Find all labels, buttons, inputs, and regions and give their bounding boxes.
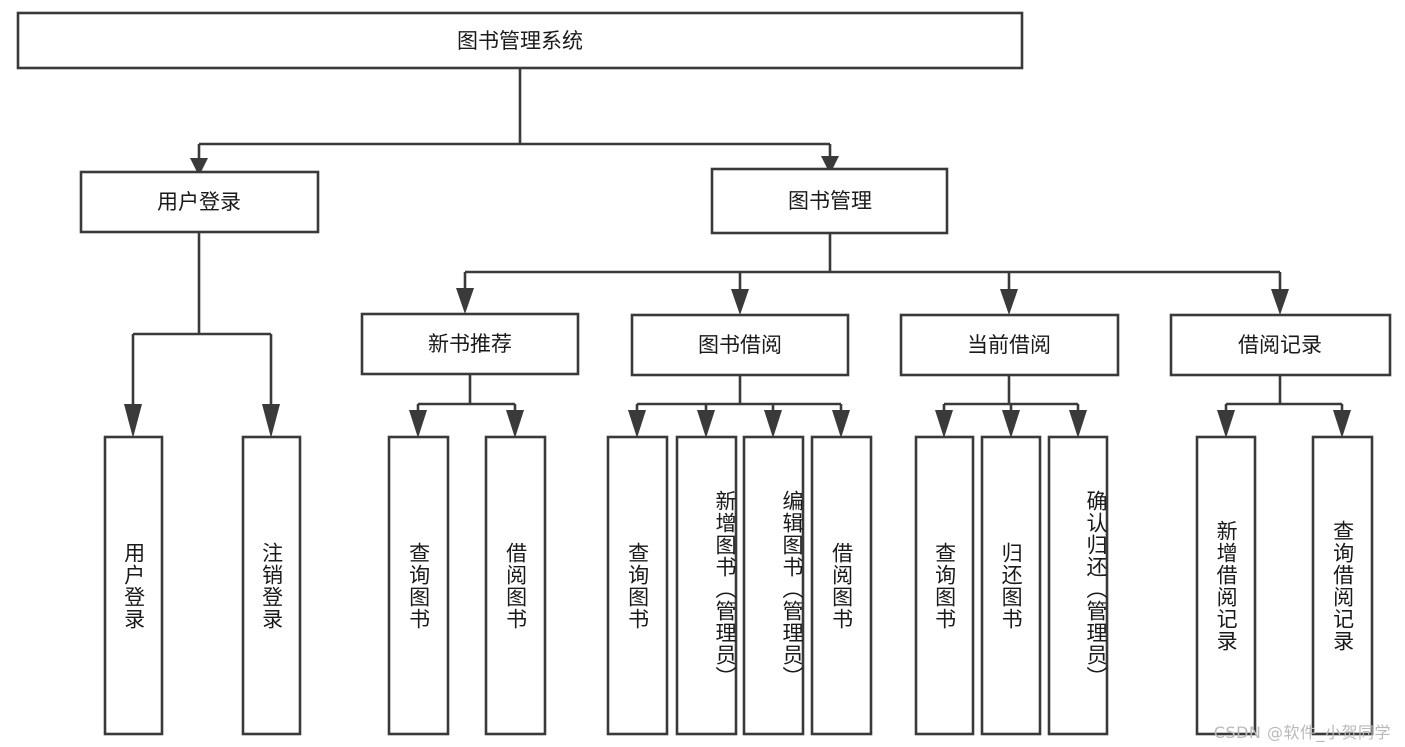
node-book-borrow-label: 图书借阅 [698, 333, 782, 357]
node-book-borrow-box[interactable] [630, 313, 850, 377]
leaf-user-login-2-box[interactable] [241, 435, 302, 736]
arrowhead-nb-leaf-2 [506, 410, 524, 438]
leaf-current-borrow-3-box[interactable] [1047, 435, 1109, 736]
leaf-book-borrow-3-box[interactable] [742, 435, 805, 736]
node-user-login-box[interactable] [79, 170, 320, 234]
leaf-current-borrow-2-box[interactable] [980, 435, 1042, 736]
arrowhead-bb-leaf-3 [764, 410, 782, 438]
arrowhead-user-login-leaf-1 [124, 404, 142, 438]
arrowhead-br-leaf-1 [1217, 410, 1235, 438]
arrowhead-bb-leaf-4 [832, 410, 850, 438]
arrowhead-br-leaf-2 [1333, 410, 1351, 438]
arrowhead-user-login [190, 158, 208, 176]
arrowhead-book-borrow [731, 289, 749, 315]
node-root-label: 图书管理系统 [457, 29, 583, 53]
arrowhead-nb-leaf-1 [409, 410, 427, 438]
connector-group [124, 68, 1351, 438]
arrowhead-cb-leaf-3 [1069, 410, 1087, 438]
arrowhead-borrow-record [1271, 289, 1289, 315]
node-borrow-record-box[interactable] [1169, 313, 1392, 377]
leaf-user-login-1-box[interactable] [103, 435, 164, 736]
watermark: CSDN @软件_小贺同学 [1213, 723, 1391, 742]
leaf-book-borrow-4-box[interactable] [810, 435, 873, 736]
node-current-borrow-label: 当前借阅 [967, 333, 1051, 357]
node-user-login-label: 用户登录 [157, 190, 241, 214]
leaf-borrow-record-2-box[interactable] [1311, 435, 1374, 736]
arrowhead-bb-leaf-2 [697, 410, 715, 438]
leaf-new-book-1-box[interactable] [387, 435, 450, 736]
arrowhead-new-book [456, 288, 474, 314]
arrowhead-cb-leaf-1 [935, 410, 953, 438]
leaf-new-book-2-box[interactable] [484, 435, 547, 736]
node-book-mgmt-box[interactable] [710, 167, 949, 235]
arrowhead-book-mgmt [821, 156, 839, 174]
node-borrow-record-label: 借阅记录 [1238, 333, 1322, 357]
node-book-mgmt-label: 图书管理 [788, 189, 872, 213]
node-current-borrow-box[interactable] [899, 313, 1120, 377]
leaf-borrow-record-1-box[interactable] [1195, 435, 1257, 736]
leaf-book-borrow-2-box[interactable] [675, 435, 738, 736]
arrowhead-user-login-leaf-2 [262, 404, 280, 438]
arrowhead-cb-leaf-2 [1002, 410, 1020, 438]
node-root-box[interactable] [16, 11, 1024, 70]
leaf-current-borrow-1-box[interactable] [914, 435, 975, 736]
node-new-book-box[interactable] [360, 312, 580, 376]
arrowhead-current-borrow [1000, 289, 1018, 315]
leaf-book-borrow-1-box[interactable] [606, 435, 669, 736]
arrowhead-bb-leaf-1 [628, 410, 646, 438]
node-new-book-label: 新书推荐 [428, 332, 512, 356]
